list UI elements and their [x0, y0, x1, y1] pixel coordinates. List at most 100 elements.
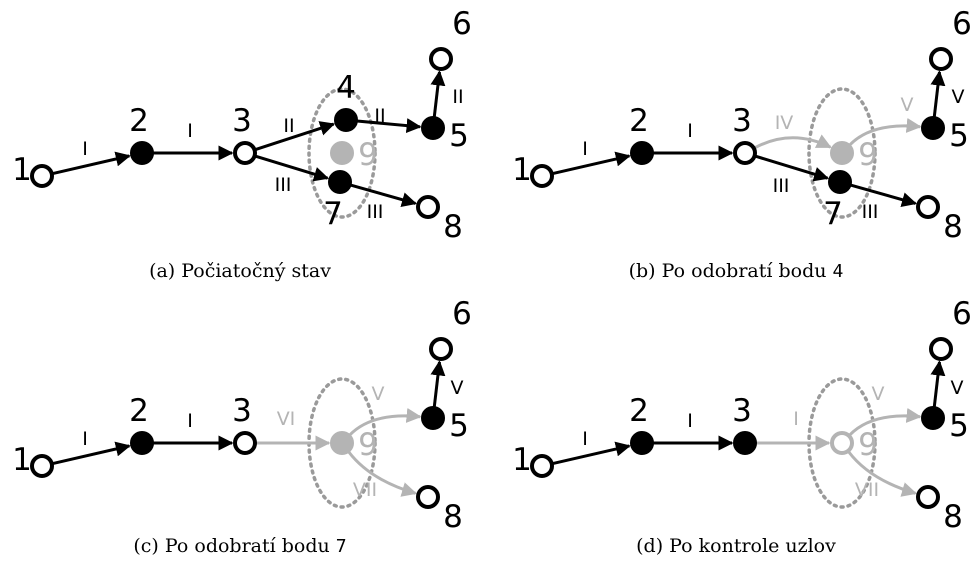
node-8: [916, 485, 940, 509]
node-6: [429, 337, 453, 361]
node-label-8: 8: [943, 209, 963, 245]
node-label-8: 8: [443, 499, 463, 535]
node-label-5: 5: [949, 408, 969, 444]
edge-label-5-6: V: [951, 377, 964, 399]
node-5: [421, 406, 445, 430]
edge-label-9-8: VII: [855, 479, 879, 501]
node-label-7: 7: [823, 196, 843, 232]
edge-5-6: [430, 360, 446, 408]
node-label-8: 8: [943, 499, 963, 535]
edge-label-1-2: I: [582, 138, 588, 160]
node-8: [416, 485, 440, 509]
node-7: [828, 170, 852, 194]
edge-label-4-5: II: [374, 105, 385, 127]
node-1: [30, 164, 54, 188]
edge-1-2: [52, 151, 131, 175]
edge-5-6: [930, 360, 946, 408]
edge-label-1-2: I: [82, 138, 88, 160]
edge-7-8: [850, 183, 917, 207]
edge-label-5-6: V: [952, 86, 965, 108]
node-6: [429, 47, 453, 71]
node-5: [421, 116, 445, 140]
node-label-9: 9: [358, 427, 378, 463]
edge-label-2-3: I: [187, 120, 193, 142]
node-2: [130, 431, 154, 455]
edge-label-9-5: V: [372, 383, 385, 405]
node-3: [733, 141, 757, 165]
node-label-5: 5: [949, 118, 969, 154]
edge-label-5-6: II: [452, 86, 463, 108]
node-label-2: 2: [629, 103, 649, 139]
edge-label-7-8: III: [367, 201, 384, 223]
edge-label-1-2: I: [582, 428, 588, 450]
edge-label-9-5: V: [901, 94, 914, 116]
edge-1-2: [52, 441, 131, 465]
node-8: [416, 195, 440, 219]
node-label-5: 5: [449, 118, 469, 154]
node-label-3: 3: [732, 393, 752, 429]
edge-label-9-5: V: [872, 383, 885, 405]
node-label-9: 9: [858, 137, 878, 173]
edge-9-5: [348, 407, 422, 437]
node-label-1: 1: [12, 442, 32, 478]
node-6: [929, 337, 953, 361]
node-label-1: 1: [512, 152, 532, 188]
edge-label-7-8: III: [862, 201, 879, 223]
edge-1-2: [552, 151, 631, 175]
edge-3-4: [254, 121, 336, 152]
node-2: [130, 141, 154, 165]
edge-label-3-4: II: [283, 115, 294, 137]
caption-c: (c) Po odobratí bodu 7: [133, 535, 346, 557]
merge-region: [807, 87, 877, 219]
node-label-5: 5: [449, 408, 469, 444]
node-4: [334, 108, 358, 132]
edge-5-6: [430, 70, 446, 118]
edge-label-3-9: IV: [775, 112, 794, 134]
edge-label-2-3: I: [187, 410, 193, 432]
edge-label-3-9: I: [793, 408, 799, 430]
node-1: [30, 454, 54, 478]
node-label-1: 1: [512, 442, 532, 478]
node-3: [233, 431, 257, 455]
edge-7-8: [350, 183, 417, 207]
node-label-7: 7: [323, 196, 343, 232]
node-9: [330, 431, 354, 455]
node-label-1: 1: [12, 152, 32, 188]
edge-4-5: [356, 118, 422, 134]
node-label-2: 2: [629, 393, 649, 429]
caption-b: (b) Po odobratí bodu 4: [629, 260, 844, 282]
node-label-2: 2: [129, 393, 149, 429]
node-8: [916, 195, 940, 219]
edge-label-3-7: III: [773, 175, 790, 197]
merge-region: [307, 87, 377, 219]
edge-label-3-9: VI: [277, 408, 296, 430]
node-label-3: 3: [232, 103, 252, 139]
node-label-8: 8: [443, 209, 463, 245]
edge-9-8: [347, 450, 417, 497]
edge-9-5: [848, 117, 922, 147]
node-label-6: 6: [952, 6, 972, 42]
node-label-6: 6: [452, 296, 472, 332]
node-label-9: 9: [358, 137, 378, 173]
edge-3-9: [754, 134, 832, 150]
node-9: [830, 141, 854, 165]
edge-label-2-3: I: [687, 120, 693, 142]
edge-3-7: [255, 154, 330, 182]
node-5: [921, 116, 945, 140]
node-2: [630, 431, 654, 455]
edge-3-7: [755, 154, 830, 182]
node-3: [233, 141, 257, 165]
node-label-3: 3: [232, 393, 252, 429]
node-1: [530, 454, 554, 478]
node-9: [830, 431, 854, 455]
edge-9-5: [848, 407, 922, 437]
node-label-6: 6: [452, 6, 472, 42]
caption-d: (d) Po kontrole uzlov: [636, 535, 836, 557]
edge-label-3-7: III: [275, 174, 292, 196]
edge-5-6: [930, 70, 946, 118]
